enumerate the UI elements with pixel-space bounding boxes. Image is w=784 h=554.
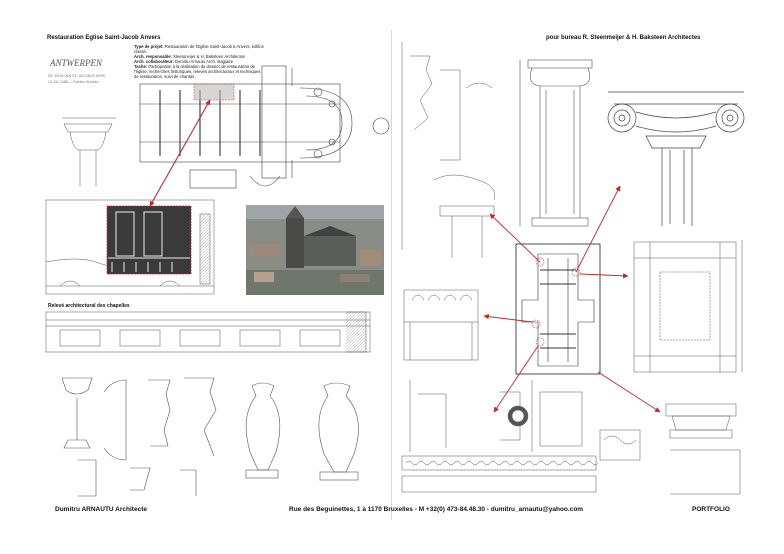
ornament-band xyxy=(401,380,599,493)
church-aerial-photo xyxy=(246,205,384,295)
chapel-survey-caption: Relevé architectural des chapelles xyxy=(48,303,130,309)
church-floor-plan xyxy=(139,65,390,189)
info-arch-responsable: Arch. responsable: Steenmeijer & H. Baks… xyxy=(134,54,246,59)
baluster-drawings xyxy=(61,377,359,497)
right-header-title: pour bureau R. Steenmeijer & H. Baksteen… xyxy=(546,35,701,41)
chapel-photo xyxy=(106,205,192,275)
column-elevation xyxy=(519,59,593,227)
church-plan-center xyxy=(515,243,601,375)
drawing-stamp-title: ANTWERPEN xyxy=(50,58,102,68)
footer-portfolio: PORTFOLIO xyxy=(692,506,730,513)
project-info: Type de projet: Restauration de l'Eglise… xyxy=(134,44,264,79)
reference-arrows xyxy=(483,185,661,413)
plan-highlight xyxy=(193,83,235,101)
cornice-section xyxy=(500,380,583,452)
page-fold xyxy=(391,30,392,520)
capital-sketch-left xyxy=(62,117,116,186)
ionic-capital-sketch xyxy=(607,91,745,226)
column-base-drawings xyxy=(599,403,741,495)
drawing-stamp-date: 13 JUL 1988 — Dumitru Arnautu xyxy=(48,80,99,84)
left-header-title: Restauration Eglise Saint-Jacob Anvers xyxy=(47,35,161,41)
info-arch-collaborateur: Arch. collaborateur: Dumitru Arnautu Arc… xyxy=(134,59,233,64)
cornice-drawing xyxy=(45,311,371,353)
info-tache: Tache: Participation à la réalisation du… xyxy=(134,64,261,79)
profile-drawings-left xyxy=(401,42,495,258)
drawing-stamp-line: DE JOHN VAN ST. JACOBUS KERK xyxy=(48,74,106,78)
pier-elevation xyxy=(633,240,743,373)
footer-contact: Rue des Beguinettes, 1 à 1170 Bruxelles … xyxy=(289,506,584,513)
info-type: Type de projet: Restauration de l'Eglise… xyxy=(134,44,264,54)
footer-author: Dumitru ARNAUTU Architecte xyxy=(55,506,147,513)
arcade-elevation xyxy=(403,289,479,361)
